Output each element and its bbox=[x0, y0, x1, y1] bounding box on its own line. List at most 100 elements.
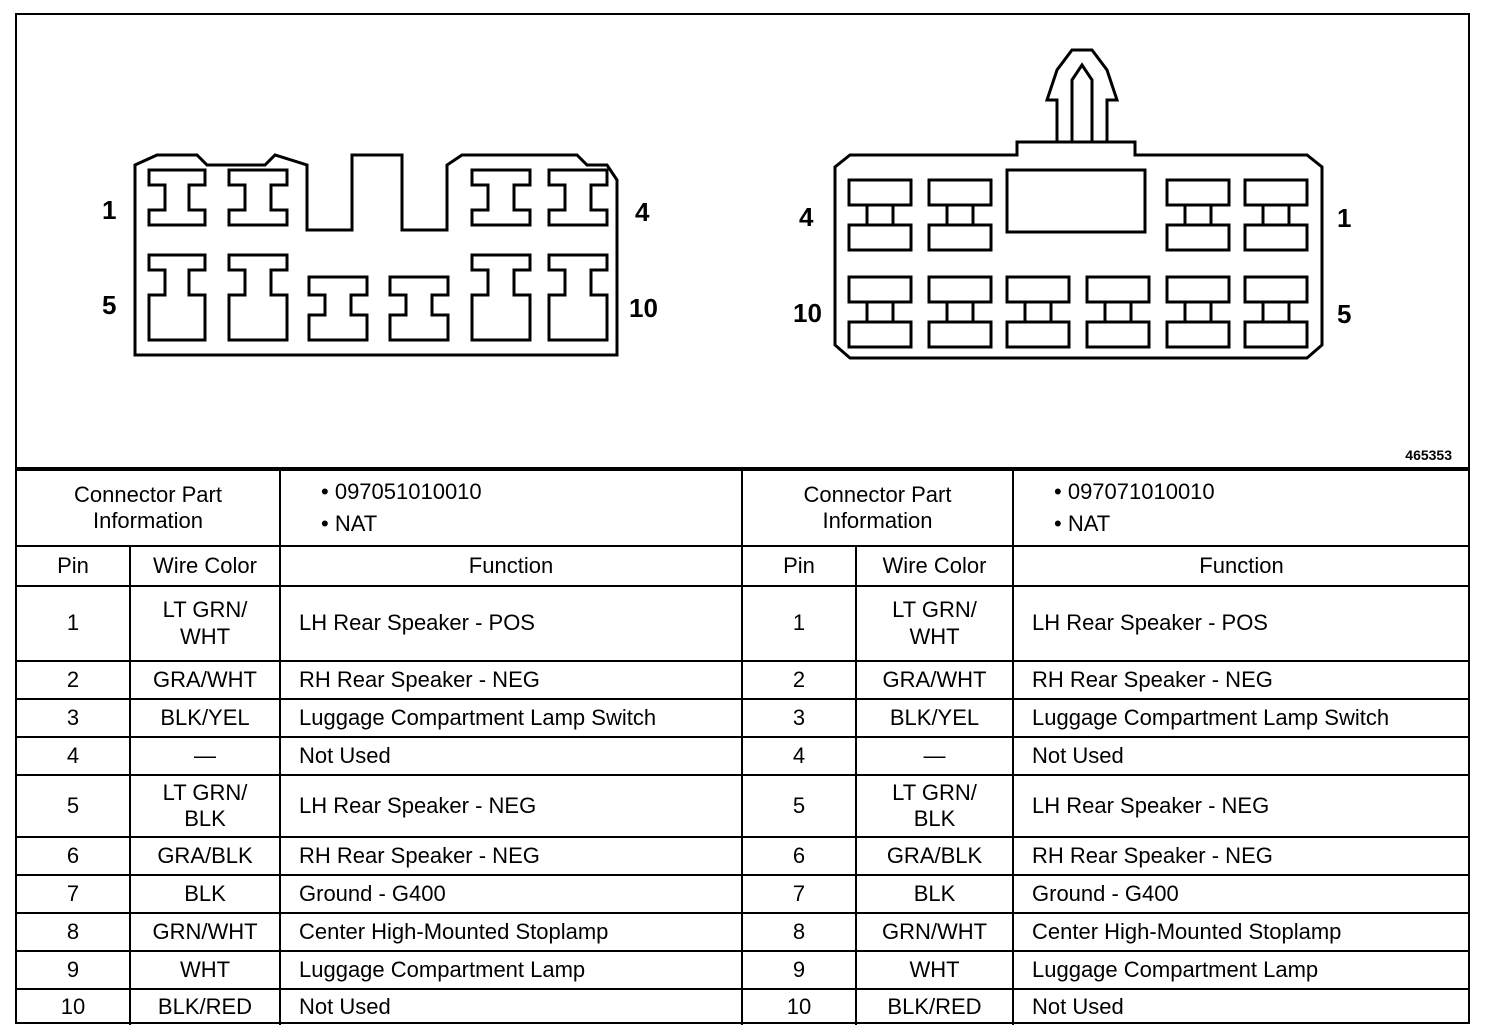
function-cell: Center High-Mounted Stoplamp bbox=[1012, 912, 1469, 952]
connector-info-values: 097071010010NAT bbox=[1012, 469, 1469, 547]
function-cell: LH Rear Speaker - POS bbox=[279, 585, 743, 662]
function-header: Function bbox=[279, 545, 743, 587]
function-cell: Luggage Compartment Lamp bbox=[279, 950, 743, 990]
right-pin-label-1: 1 bbox=[1337, 203, 1352, 233]
wire-color-cell: GRN/WHT bbox=[129, 912, 281, 952]
right-connector bbox=[833, 48, 1324, 360]
function-cell: Ground - G400 bbox=[279, 874, 743, 914]
wire-color-cell: BLK/YEL bbox=[129, 698, 281, 738]
function-cell: RH Rear Speaker - NEG bbox=[279, 836, 743, 876]
function-cell: RH Rear Speaker - NEG bbox=[279, 660, 743, 700]
wire-color-cell: BLK/RED bbox=[129, 988, 281, 1025]
connector-info-label: Connector Part Information bbox=[743, 469, 1014, 547]
pin-cell: 8 bbox=[17, 912, 131, 952]
connector-info-value: NAT bbox=[321, 511, 735, 537]
function-cell: LH Rear Speaker - NEG bbox=[1012, 774, 1469, 838]
right-pin-label-10: 10 bbox=[793, 298, 822, 328]
wire-color-cell: WHT bbox=[129, 950, 281, 990]
wire-color-cell: WHT bbox=[855, 950, 1014, 990]
pin-cell: 2 bbox=[743, 660, 857, 700]
pin-cell: 9 bbox=[17, 950, 131, 990]
function-cell: Ground - G400 bbox=[1012, 874, 1469, 914]
pin-cell: 6 bbox=[743, 836, 857, 876]
pin-cell: 10 bbox=[743, 988, 857, 1025]
diagram-frame: 1 5 4 10 4 10 1 5 465353 Connector Part … bbox=[15, 13, 1470, 1025]
wire-color-cell: GRA/BLK bbox=[855, 836, 1014, 876]
pin-cell: 4 bbox=[17, 736, 131, 776]
connector-info-label: Connector Part Information bbox=[17, 469, 281, 547]
connector-diagram: 1 5 4 10 4 10 1 5 465353 bbox=[17, 15, 1468, 467]
function-cell: LH Rear Speaker - POS bbox=[1012, 585, 1469, 662]
wire-color-cell: BLK bbox=[129, 874, 281, 914]
wire-color-cell: BLK bbox=[855, 874, 1014, 914]
wire-color-header: Wire Color bbox=[129, 545, 281, 587]
connector-info-row: Connector Part Information097051010010NA… bbox=[17, 469, 743, 547]
pin-cell: 7 bbox=[17, 874, 131, 914]
wire-color-cell: GRN/WHT bbox=[855, 912, 1014, 952]
right-pin-label-4: 4 bbox=[799, 202, 814, 232]
function-cell: LH Rear Speaker - NEG bbox=[279, 774, 743, 838]
wire-color-cell: GRA/WHT bbox=[855, 660, 1014, 700]
left-pin-label-10: 10 bbox=[629, 293, 658, 323]
figure-id: 465353 bbox=[1405, 447, 1452, 463]
wire-color-cell: — bbox=[129, 736, 281, 776]
function-cell: Luggage Compartment Lamp bbox=[1012, 950, 1469, 990]
left-connector bbox=[133, 153, 619, 357]
left-pin-label-5: 5 bbox=[102, 290, 117, 320]
pin-cell: 9 bbox=[743, 950, 857, 990]
wire-color-cell: LT GRN/ WHT bbox=[129, 585, 281, 662]
function-cell: Luggage Compartment Lamp Switch bbox=[1012, 698, 1469, 738]
table-row: 4—Not Used bbox=[743, 736, 1469, 776]
connector-table: Connector Part Information097071010010NA… bbox=[743, 469, 1469, 1025]
right-pin-label-5: 5 bbox=[1337, 299, 1352, 329]
pinout-tables: Connector Part Information097051010010NA… bbox=[17, 467, 1469, 1025]
pin-cell: 3 bbox=[743, 698, 857, 738]
pin-cell: 10 bbox=[17, 988, 131, 1025]
wire-color-cell: LT GRN/ BLK bbox=[129, 774, 281, 838]
function-cell: RH Rear Speaker - NEG bbox=[1012, 836, 1469, 876]
pin-header: Pin bbox=[743, 545, 857, 587]
connector-info-value: 097051010010 bbox=[321, 479, 735, 505]
wire-color-cell: — bbox=[855, 736, 1014, 776]
pin-cell: 1 bbox=[743, 585, 857, 662]
pin-cell: 2 bbox=[17, 660, 131, 700]
function-header: Function bbox=[1012, 545, 1469, 587]
connector-info-row: Connector Part Information097071010010NA… bbox=[743, 469, 1469, 547]
wire-color-cell: LT GRN/ WHT bbox=[855, 585, 1014, 662]
connector-info-values: 097051010010NAT bbox=[279, 469, 743, 547]
wire-color-cell: BLK/YEL bbox=[855, 698, 1014, 738]
pin-cell: 5 bbox=[743, 774, 857, 838]
function-cell: Not Used bbox=[1012, 736, 1469, 776]
function-cell: Not Used bbox=[279, 736, 743, 776]
pin-cell: 5 bbox=[17, 774, 131, 838]
connector-info-value: NAT bbox=[1054, 511, 1463, 537]
connector-drawings bbox=[133, 48, 1324, 360]
function-cell: RH Rear Speaker - NEG bbox=[1012, 660, 1469, 700]
pin-cell: 1 bbox=[17, 585, 131, 662]
wire-color-cell: BLK/RED bbox=[855, 988, 1014, 1025]
left-pin-label-1: 1 bbox=[102, 195, 117, 225]
pin-header: Pin bbox=[17, 545, 131, 587]
function-cell: Not Used bbox=[279, 988, 743, 1025]
connector-table: Connector Part Information097051010010NA… bbox=[17, 469, 743, 1025]
pin-cell: 7 bbox=[743, 874, 857, 914]
pin-cell: 4 bbox=[743, 736, 857, 776]
